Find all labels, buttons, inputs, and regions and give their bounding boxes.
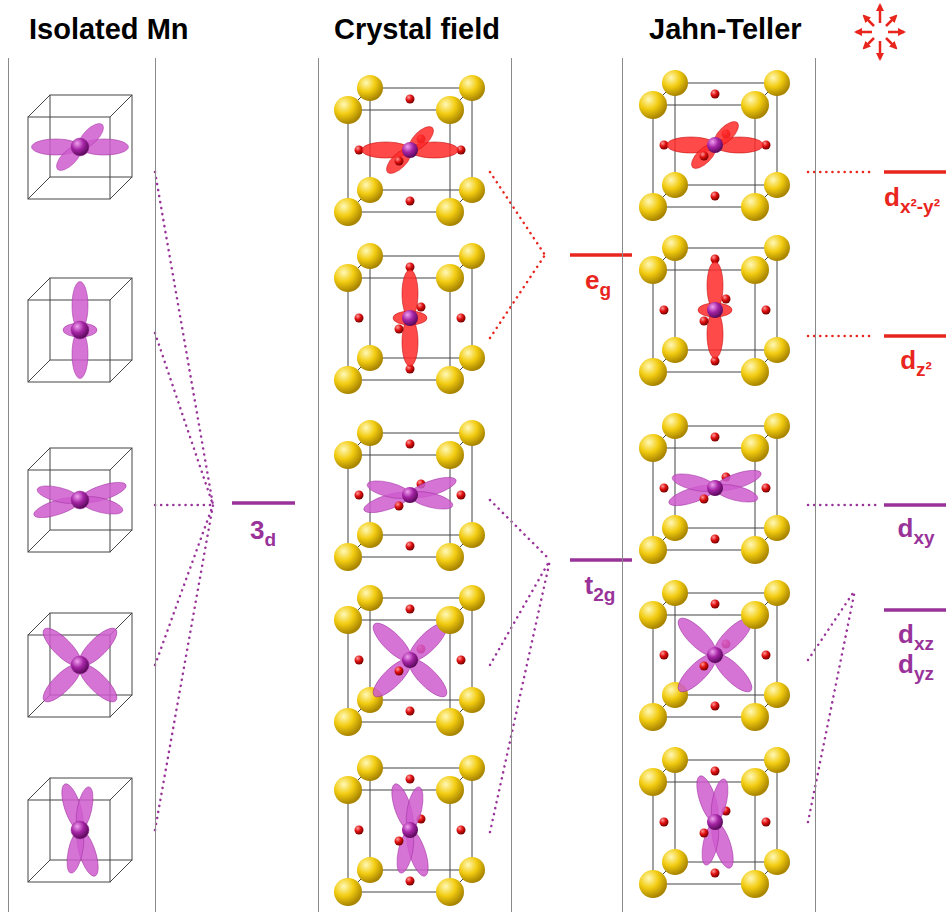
panel-frame: Crystal field [318,58,512,912]
level-label: t2g [585,571,616,600]
level-label: dxz [898,620,934,649]
panel-heading: Crystal field [334,13,500,46]
level-label: dxy [897,514,934,543]
level-label: dz² [900,346,932,375]
level-label: dx²-y² [884,183,940,212]
panel-heading: Jahn-Teller [649,13,802,46]
panel-frame: Isolated Mn [8,58,156,912]
level-label: 3d [250,516,276,545]
panel-frame: Jahn-Teller [622,58,816,912]
panel-heading: Isolated Mn [29,13,189,46]
level-label: dyz [898,650,934,679]
level-label: eg [585,266,611,295]
